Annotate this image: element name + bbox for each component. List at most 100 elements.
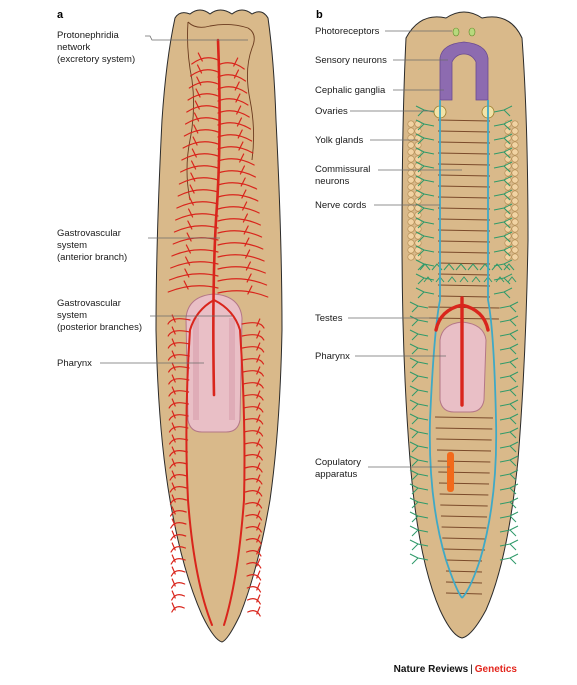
panel-b-labels: Photoreceptors Sensory neurons Cephalic … <box>315 26 462 480</box>
commissure <box>437 207 491 210</box>
yolk-gland <box>511 232 519 240</box>
testis <box>503 263 517 283</box>
gv-branch <box>168 374 190 385</box>
gv-branch <box>243 414 264 425</box>
gv-branch <box>217 237 264 250</box>
label-yolk-glands: Yolk glands <box>315 135 363 146</box>
yolk-gland <box>414 169 422 177</box>
yolk-gland <box>407 204 415 212</box>
yolk-gland <box>407 120 415 128</box>
commissure <box>437 130 491 133</box>
commissure <box>440 504 488 507</box>
testis <box>499 427 519 439</box>
yolk-gland <box>414 225 422 233</box>
gv-branch <box>247 606 261 617</box>
yolk-gland <box>511 162 519 170</box>
testis <box>409 385 429 397</box>
testis <box>499 483 519 495</box>
label-gv-posterior: Gastrovascular system (posterior branche… <box>57 298 142 333</box>
commissural-neurons <box>428 119 500 595</box>
label-nerve-cords: Nerve cords <box>315 200 366 211</box>
yolk-gland <box>414 211 422 219</box>
testes <box>409 105 519 565</box>
testis <box>493 119 513 131</box>
yolk-gland <box>511 176 519 184</box>
label-ovaries: Ovaries <box>315 106 348 117</box>
gv-branch <box>244 462 263 473</box>
commissure <box>442 537 486 540</box>
yolk-gland <box>407 246 415 254</box>
commissure <box>437 240 491 243</box>
panel-a-letter: a <box>57 9 64 21</box>
testis <box>409 413 429 425</box>
label-gv-anterior: Gastrovascular system (anterior branch) <box>57 228 127 263</box>
testis <box>499 441 519 453</box>
gv-branch <box>187 88 219 101</box>
yolk-gland <box>407 127 415 135</box>
label-cephalic-ganglia: Cephalic ganglia <box>315 85 386 96</box>
gv-branch <box>245 546 262 557</box>
commissure <box>437 141 491 144</box>
testis <box>455 263 469 283</box>
yolk-gland <box>407 211 415 219</box>
testis <box>493 105 513 117</box>
yolk-gland <box>407 183 415 191</box>
yolk-gland <box>407 141 415 149</box>
gv-branch <box>178 172 219 185</box>
testis <box>409 329 429 341</box>
testis <box>415 189 435 201</box>
gv-branch <box>241 342 265 353</box>
commissure <box>437 174 491 177</box>
testis <box>499 329 519 341</box>
gv-branch <box>246 594 261 605</box>
credit-separator: | <box>470 664 473 675</box>
yolk-gland <box>414 183 422 191</box>
testis <box>415 231 435 243</box>
yolk-gland <box>407 253 415 261</box>
gv-branch <box>171 590 186 601</box>
yolk-gland <box>511 211 519 219</box>
gastrovascular-system <box>167 38 269 626</box>
yolk-gland <box>511 225 519 233</box>
yolk-gland <box>414 253 422 261</box>
testis <box>409 539 429 551</box>
gv-branch <box>241 330 265 341</box>
photoreceptor-left <box>452 27 460 37</box>
gv-branch <box>189 64 219 77</box>
yolk-gland <box>504 127 512 135</box>
yolk-gland <box>511 253 519 261</box>
testis <box>409 357 429 369</box>
gv-branch <box>168 398 189 409</box>
gv-branch <box>170 542 187 553</box>
gv-branch <box>246 558 262 569</box>
gv-branch <box>245 534 262 545</box>
testis <box>415 287 435 299</box>
testis <box>415 175 435 187</box>
testis <box>499 553 519 565</box>
testis <box>499 301 519 313</box>
testis <box>443 263 457 283</box>
yolk-gland <box>511 218 519 226</box>
testis <box>493 189 513 201</box>
commissure <box>437 251 491 254</box>
gv-branch <box>191 52 219 65</box>
commissure <box>435 416 493 419</box>
gv-branch <box>188 76 219 89</box>
gv-branch <box>217 141 254 154</box>
testis <box>493 203 513 215</box>
yolk-gland <box>504 197 512 205</box>
testis <box>491 263 505 283</box>
yolk-gland <box>504 239 512 247</box>
testis <box>409 525 429 537</box>
testis <box>493 175 513 187</box>
gv-branch <box>217 153 255 166</box>
commissure <box>440 515 488 518</box>
testis <box>409 483 429 495</box>
testis <box>409 455 429 467</box>
testis <box>493 217 513 229</box>
journal-credit: Nature Reviews|Genetics <box>394 664 517 675</box>
commissure <box>437 218 491 221</box>
nerve-cords <box>428 100 498 599</box>
gv-branch <box>170 530 187 541</box>
testis <box>419 263 433 283</box>
